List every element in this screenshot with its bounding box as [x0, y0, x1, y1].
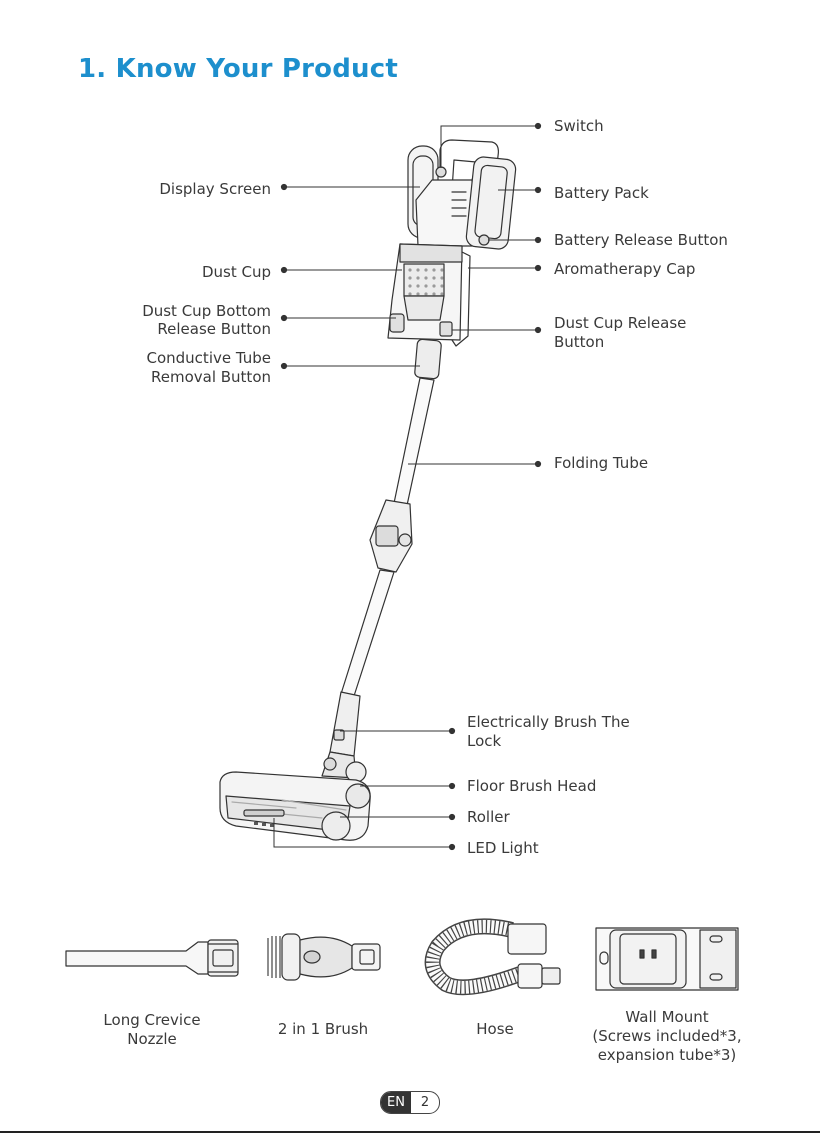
- label-floor-brush-head: Floor Brush Head: [467, 777, 597, 795]
- label-battery-release: Battery Release Button: [554, 231, 728, 249]
- bottom-rule: [0, 1131, 820, 1133]
- label-led-light: LED Light: [467, 839, 539, 857]
- two-in-one-brush: [267, 933, 381, 981]
- label-wall-1: Wall Mount: [625, 1008, 709, 1026]
- label-brush-lock-1: Electrically Brush The: [467, 713, 630, 731]
- label-hose: Hose: [476, 1020, 514, 1038]
- hose: [424, 918, 561, 996]
- label-dust-cup-bottom-2: Release Button: [157, 320, 271, 338]
- dust-cup-release: [439, 321, 453, 337]
- label-roller: Roller: [467, 808, 510, 826]
- label-brush-lock-2: Lock: [467, 732, 502, 750]
- label-wall-2: (Screws included*3,: [592, 1027, 742, 1045]
- label-crevice-nozzle: Long Crevice Nozzle: [82, 1011, 222, 1049]
- folding-tube-upper: [392, 377, 435, 511]
- label-crevice-1: Long Crevice: [103, 1011, 201, 1029]
- label-folding-tube: Folding Tube: [554, 454, 649, 472]
- label-dust-cup-bottom-1: Dust Cup Bottom: [142, 302, 271, 320]
- roller-end: [321, 811, 351, 841]
- label-display-screen: Display Screen: [159, 180, 271, 198]
- label-2in1-brush: 2 in 1 Brush: [277, 1020, 369, 1038]
- switch-knob: [435, 166, 447, 178]
- folding-tube-lower: [340, 569, 395, 697]
- language-tag: EN: [381, 1092, 411, 1113]
- label-dust-cup-release-2: Button: [554, 333, 605, 351]
- label-dust-cup-release-1: Dust Cup Release: [554, 314, 687, 332]
- battery-release-knob: [478, 234, 490, 246]
- section-title: 1. Know Your Product: [78, 54, 398, 84]
- wall-mount: [595, 927, 739, 991]
- label-dust-cup: Dust Cup: [201, 263, 271, 281]
- main-body: [415, 179, 475, 247]
- label-conductive-tube-1: Conductive Tube: [146, 349, 272, 367]
- label-aromatherapy-cap: Aromatherapy Cap: [554, 260, 696, 278]
- dust-cup-bottom-release: [389, 313, 405, 333]
- long-crevice-nozzle: [65, 939, 239, 977]
- page-badge: EN 2: [380, 1091, 440, 1114]
- battery-pack: [465, 156, 517, 250]
- label-switch: Switch: [554, 117, 604, 135]
- label-wall-3: expansion tube*3): [597, 1046, 737, 1064]
- conductive-tube-connector: [414, 338, 442, 380]
- brush-lock-connector: [329, 691, 361, 757]
- led-light: [243, 809, 285, 817]
- label-battery-pack: Battery Pack: [554, 184, 649, 202]
- label-conductive-tube-2: Removal Button: [150, 368, 271, 386]
- label-crevice-2: Nozzle: [127, 1030, 177, 1048]
- page-number: 2: [420, 1095, 430, 1110]
- label-wall-mount: Wall Mount (Screws included*3, expansion…: [582, 1008, 752, 1065]
